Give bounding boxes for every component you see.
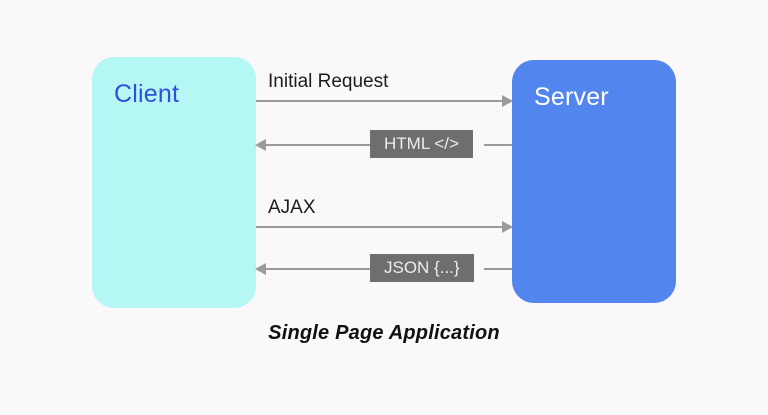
flow-json-response-line-right (484, 268, 512, 270)
arrowhead-left-icon (255, 139, 266, 151)
arrowhead-left-icon (255, 263, 266, 275)
arrowhead-right-icon (502, 221, 513, 233)
arrowhead-right-icon (502, 95, 513, 107)
server-node-label: Server (534, 83, 609, 111)
flow-json-response-line-left (266, 268, 370, 270)
client-node-label: Client (114, 80, 180, 108)
flow-ajax-request-line (256, 226, 512, 228)
flow-html-response: HTML </> (255, 130, 512, 158)
html-badge: HTML </> (370, 130, 473, 158)
flow-ajax-request: AJAX (256, 197, 513, 233)
flow-html-response-line-left (266, 144, 370, 146)
flow-initial-request-line (256, 100, 512, 102)
diagram-caption: Single Page Application (268, 322, 500, 344)
server-node: Server (512, 60, 676, 303)
client-node: Client (92, 57, 256, 308)
flow-json-response: JSON {...} (255, 254, 512, 282)
flow-ajax-request-label: AJAX (268, 197, 316, 218)
flow-initial-request: Initial Request (256, 71, 513, 107)
flow-initial-request-label: Initial Request (268, 71, 389, 92)
json-badge: JSON {...} (370, 254, 474, 282)
flow-html-response-line-right (484, 144, 512, 146)
